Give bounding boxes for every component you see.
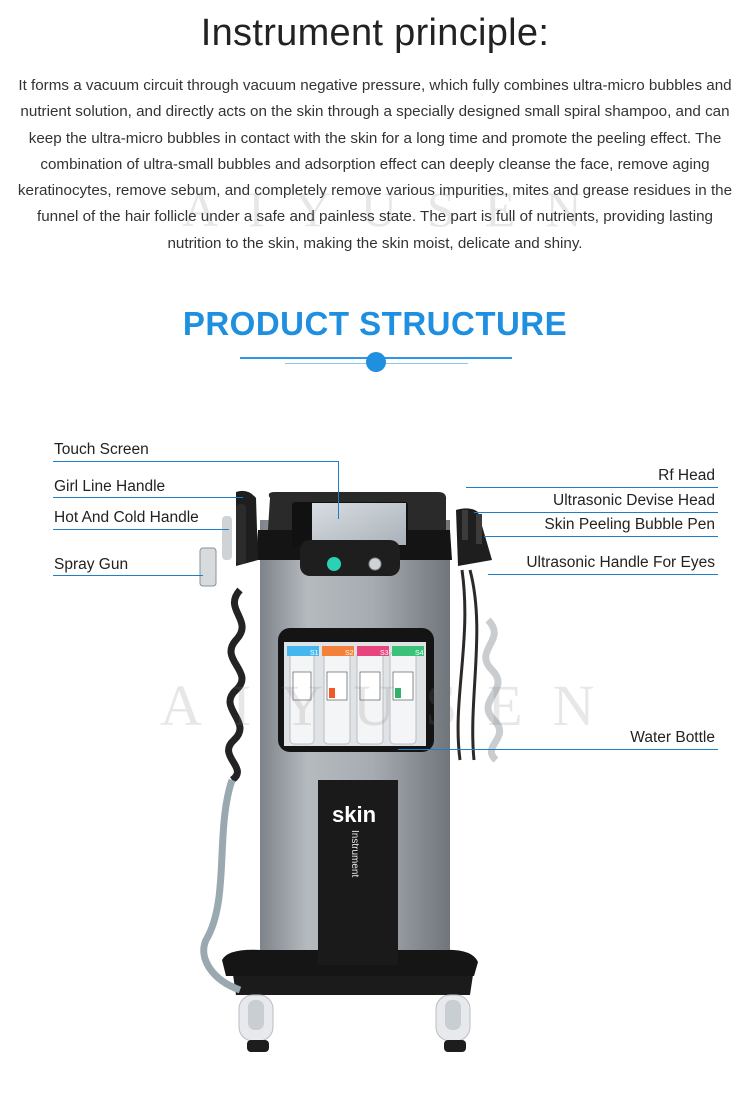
bottle-tag-bar-4 <box>392 646 424 656</box>
label-ultrasonic-devise-head: Ultrasonic Devise Head <box>553 492 715 509</box>
wheel-left <box>238 994 274 1052</box>
label-rf-head: Rf Head <box>658 467 715 484</box>
bottle-tag-bar-1 <box>287 646 319 656</box>
leader-rf-head <box>466 487 718 488</box>
bottle-tag-4: S4 <box>415 650 424 657</box>
bottle-tag-2: S2 <box>345 650 354 657</box>
leader-bubble-pen <box>484 536 718 537</box>
section-heading: PRODUCT STRUCTURE <box>182 305 568 342</box>
heading-dot-icon <box>366 352 386 372</box>
leader-ultrasonic-eyes <box>488 574 718 575</box>
label-water-bottle: Water Bottle <box>630 729 715 746</box>
brand-sub: Instrument <box>349 830 360 877</box>
power-button <box>327 557 341 571</box>
label-skin-peeling-bubble-pen: Skin Peeling Bubble Pen <box>544 516 715 533</box>
bottle-tag-3: S3 <box>380 650 389 657</box>
coiled-cable-right <box>482 617 504 763</box>
bottle-tag-bar-3 <box>357 646 389 656</box>
label-girl-line-handle: Girl Line Handle <box>54 478 166 495</box>
coiled-cable-left <box>225 587 246 783</box>
leader-touch-screen-v <box>338 461 339 519</box>
bottle-tag-1: S1 <box>310 650 319 657</box>
leader-water-bottle <box>398 749 718 750</box>
watermark: AIYUSEN <box>182 181 612 237</box>
leader-ultrasonic-devise <box>474 512 718 513</box>
leader-girl-line <box>53 497 243 498</box>
page-title: Instrument principle: <box>200 12 550 54</box>
principle-description: It forms a vacuum circuit through vacuum… <box>17 77 733 252</box>
label-hot-cold-handle: Hot And Cold Handle <box>54 509 199 526</box>
watermark-2: AIYUSEN <box>160 673 625 738</box>
leader-spray-gun <box>53 575 203 576</box>
wheel-right <box>435 994 471 1052</box>
label-spray-gun: Spray Gun <box>54 556 129 573</box>
leader-hot-cold <box>53 529 229 530</box>
knob <box>368 557 382 571</box>
leader-touch-screen <box>53 461 339 462</box>
bottle-tag-bar-2 <box>322 646 354 656</box>
brand-logo: skin <box>332 802 376 827</box>
label-touch-screen: Touch Screen <box>54 441 149 458</box>
label-ultrasonic-handle-eyes: Ultrasonic Handle For Eyes <box>526 554 715 571</box>
